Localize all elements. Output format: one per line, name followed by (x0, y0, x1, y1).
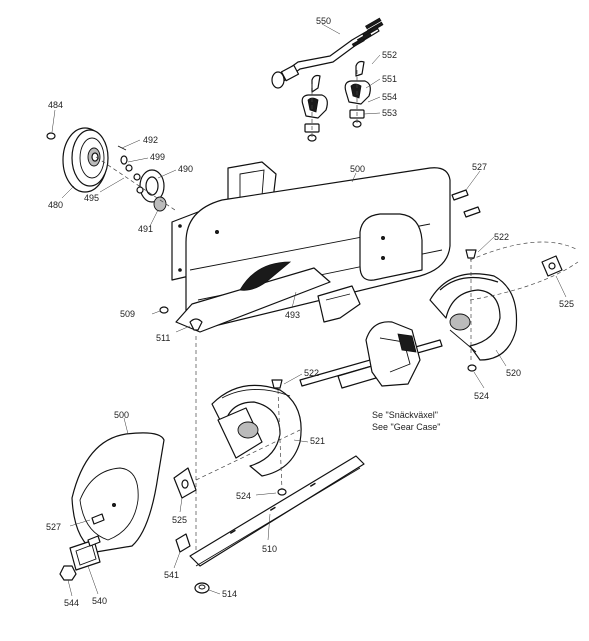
label-492: 492 (143, 135, 158, 145)
bolts-527-top (451, 189, 481, 218)
label-480: 480 (48, 200, 63, 210)
label-484: 484 (48, 100, 63, 110)
label-540: 540 (92, 596, 107, 606)
bearing-525-right (541, 255, 563, 277)
gear-case (317, 285, 421, 387)
label-510: 510 (262, 544, 277, 554)
label-527-bottom: 527 (46, 522, 61, 532)
label-553: 553 (382, 108, 397, 118)
label-522-left: 522 (304, 368, 319, 378)
label-525-left: 525 (172, 515, 187, 525)
fasteners-509-511 (159, 306, 203, 560)
nut-544 (59, 565, 77, 581)
bolt-541 (175, 533, 191, 553)
label-499: 499 (150, 152, 165, 162)
label-544: 544 (64, 598, 79, 608)
hardware-492-499 (117, 145, 133, 172)
label-520: 520 (506, 368, 521, 378)
label-541: 541 (164, 570, 179, 580)
nut-514 (194, 582, 210, 594)
hardware-484 (46, 132, 56, 140)
side-plate-500 (71, 432, 165, 553)
bolts-527-bottom (87, 513, 105, 547)
label-500-top: 500 (350, 164, 365, 174)
label-495: 495 (84, 193, 99, 203)
label-527-top: 527 (472, 162, 487, 172)
label-500-side: 500 (114, 410, 129, 420)
label-550: 550 (316, 16, 331, 26)
rod-clip-right (344, 60, 371, 128)
gear-case-note-line1: Se "Snäckväxel" (372, 410, 438, 420)
shear-bolts-522-524-right (465, 249, 477, 372)
gear-case-note-line2: See "Gear Case" (372, 422, 440, 432)
label-491: 491 (138, 224, 153, 234)
label-521: 521 (310, 436, 325, 446)
chute-bracket-540 (69, 539, 101, 571)
rod-clip-left (301, 74, 328, 142)
label-511: 511 (156, 333, 170, 343)
bearing-flange-490-491 (95, 156, 176, 212)
auger-flight-521 (211, 384, 302, 477)
label-522-right: 522 (494, 232, 509, 242)
label-552: 552 (382, 50, 397, 60)
label-509: 509 (120, 309, 135, 319)
label-493: 493 (285, 310, 300, 320)
auger-housing-500 (171, 161, 451, 333)
label-524-left: 524 (236, 491, 251, 501)
scraper-bar-510 (189, 455, 365, 567)
label-554: 554 (382, 92, 397, 102)
auger-flight-520 (429, 241, 579, 361)
label-524-right: 524 (474, 391, 489, 401)
chute-crank-rod (271, 17, 384, 89)
label-490: 490 (178, 164, 193, 174)
label-514: 514 (222, 589, 237, 599)
leader-lines (51, 23, 567, 597)
label-551: 551 (382, 74, 397, 84)
pulley-480 (62, 127, 109, 193)
part-labels: 550 552 551 554 553 484 492 499 490 480 … (46, 16, 574, 608)
label-525-right: 525 (559, 299, 574, 309)
bearing-525-left (173, 429, 301, 499)
